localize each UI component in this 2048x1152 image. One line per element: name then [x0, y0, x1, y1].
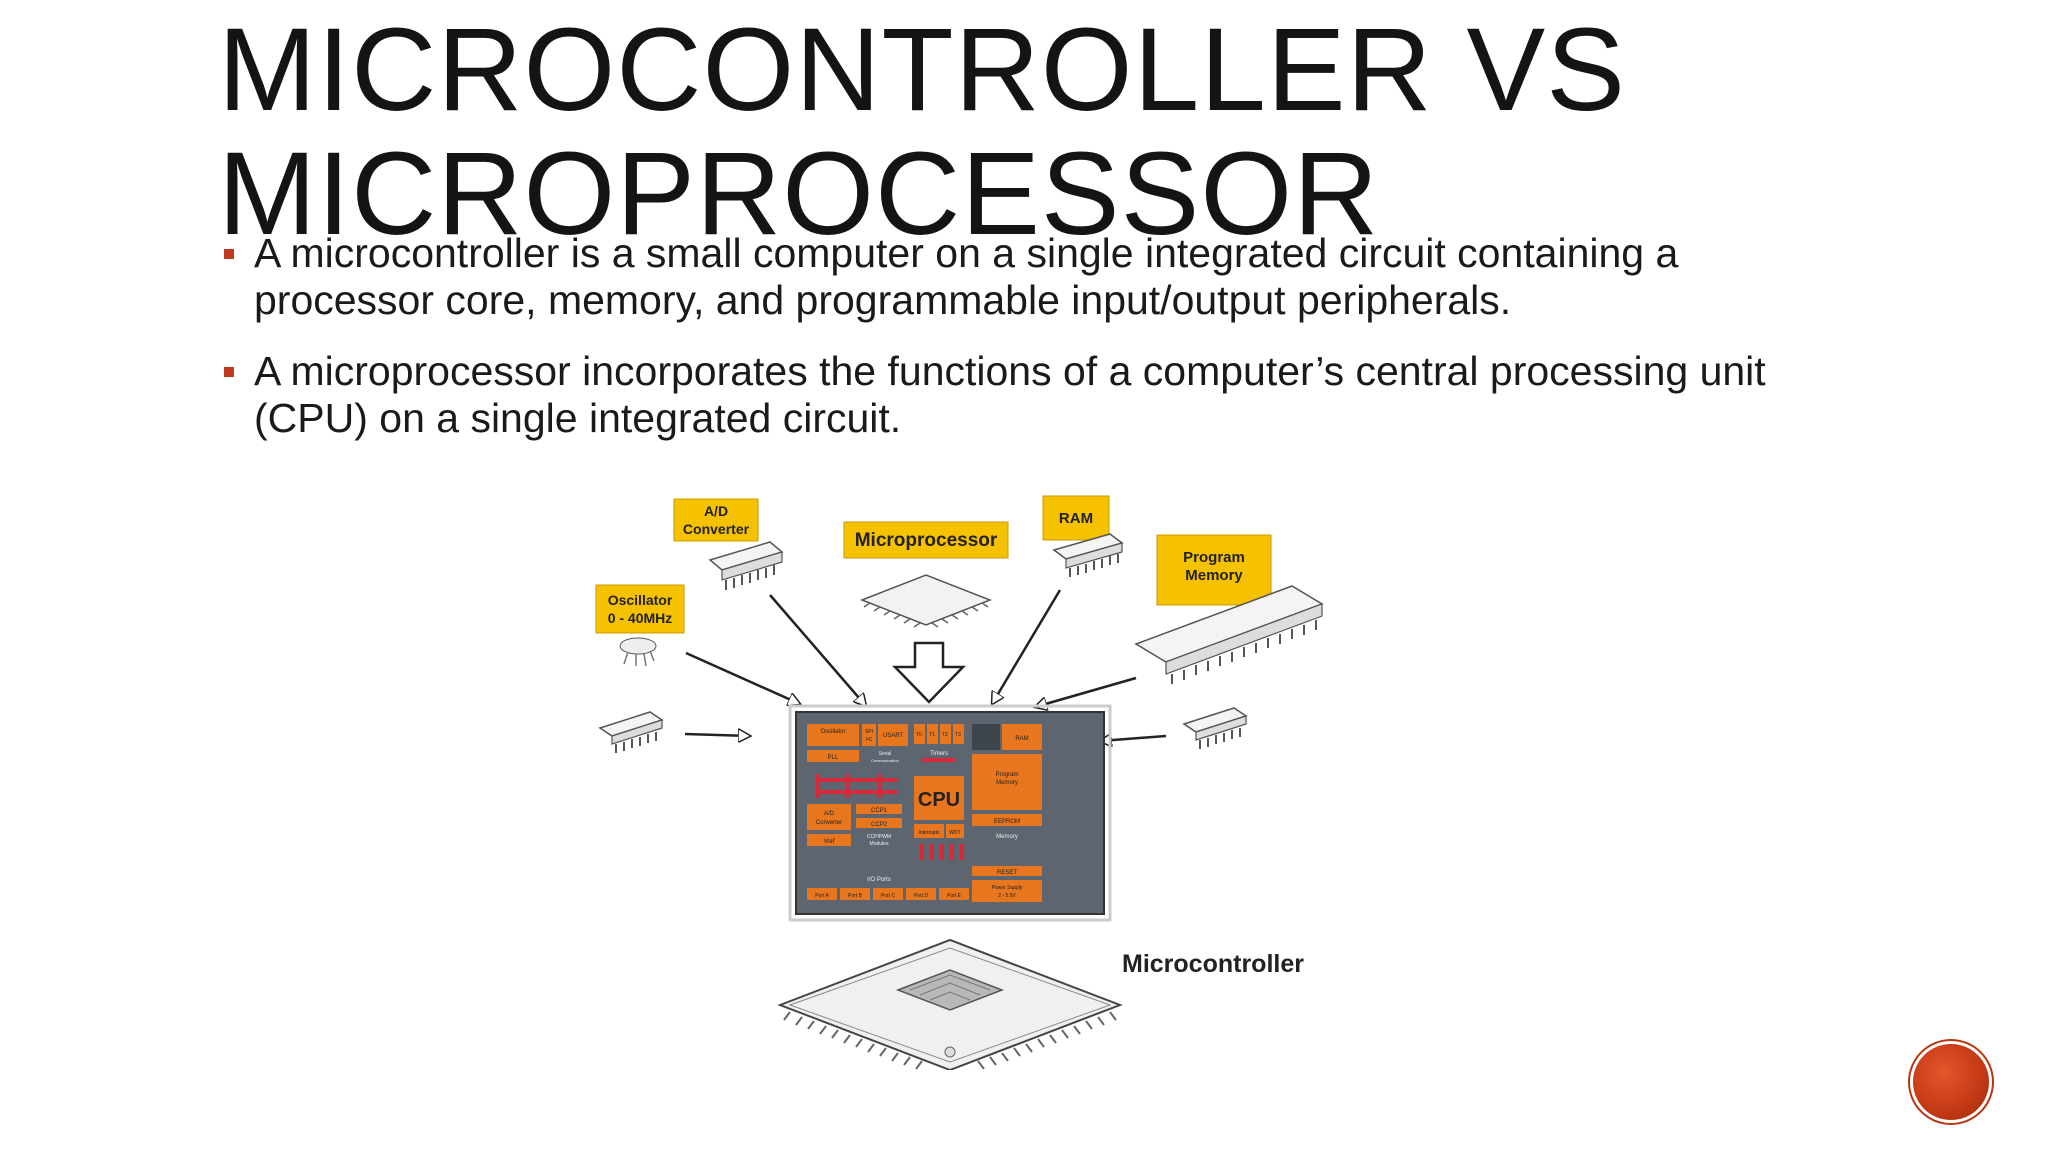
oscillator-crystal-icon	[619, 637, 657, 667]
slide-title: MICROCONTROLLER VS MICROPROCESSOR	[218, 8, 1918, 256]
svg-text:Memory: Memory	[996, 834, 1018, 840]
svg-text:Microcontroller: Microcontroller	[1122, 950, 1304, 978]
svg-text:Oscillator: Oscillator	[820, 729, 845, 735]
svg-text:Converter: Converter	[816, 820, 842, 826]
svg-text:Converter: Converter	[683, 521, 750, 537]
svg-text:EEPROM: EEPROM	[994, 819, 1020, 825]
svg-text:RAM: RAM	[1015, 736, 1028, 742]
svg-text:Communication: Communication	[871, 758, 899, 763]
svg-text:RESET: RESET	[997, 870, 1017, 876]
svg-text:CPU: CPU	[918, 789, 960, 811]
bullet-text: A microprocessor incorporates the functi…	[254, 348, 1766, 441]
svg-text:PLL: PLL	[828, 755, 839, 761]
ad-converter-chip-icon	[708, 541, 784, 590]
bullet-list: A microcontroller is a small computer on…	[222, 230, 1842, 466]
svg-text:T2: T2	[942, 732, 948, 738]
svg-text:Program: Program	[995, 772, 1018, 778]
svg-text:Modules: Modules	[870, 841, 889, 847]
svg-text:RAM: RAM	[1059, 510, 1093, 527]
svg-text:I/O Ports: I/O Ports	[867, 877, 891, 883]
svg-text:T1: T1	[929, 732, 935, 738]
program-memory-label: Program Memory	[1156, 534, 1272, 606]
svg-text:Oscillator: Oscillator	[608, 592, 673, 608]
svg-text:Port D: Port D	[914, 893, 929, 899]
svg-text:I²C: I²C	[866, 737, 873, 743]
ram-chip-icon	[1052, 533, 1124, 577]
svg-text:Vref: Vref	[824, 839, 835, 845]
svg-text:T3: T3	[955, 732, 961, 738]
bullet-square-icon	[224, 249, 234, 259]
microprocessor-label: Microprocessor	[843, 521, 1009, 559]
microcontroller-block-diagram: Oscillator PLL SPI I²C USART Serial Comm…	[788, 704, 1112, 922]
title-line-2: MICROPROCESSOR	[218, 128, 1380, 260]
ad-converter-label: A/D Converter	[673, 498, 759, 542]
ram-label: RAM	[1042, 495, 1110, 541]
left-chip-icon	[598, 711, 664, 753]
connection-arrows	[684, 589, 1167, 741]
svg-text:Microprocessor: Microprocessor	[855, 530, 998, 551]
bullet-square-icon	[224, 367, 234, 377]
next-slide-button[interactable]	[1913, 1044, 1989, 1120]
right-chip-icon	[1182, 707, 1248, 749]
svg-text:Program: Program	[1183, 549, 1245, 566]
svg-text:0 - 40MHz: 0 - 40MHz	[608, 610, 673, 626]
svg-text:A/D: A/D	[824, 811, 835, 817]
bullet-text: A microcontroller is a small computer on…	[254, 230, 1679, 323]
svg-text:CCP1: CCP1	[871, 808, 888, 814]
svg-text:Port B: Port B	[848, 893, 863, 899]
microcontroller-chip-icon: Microcontroller	[777, 938, 1304, 1070]
program-memory-chip-icon	[1134, 585, 1324, 684]
svg-text:CCP/PWM: CCP/PWM	[867, 834, 891, 840]
diagram-svg: A/D Converter Microprocessor RAM Program…	[595, 495, 1324, 1070]
microcontroller-diagram: A/D Converter Microprocessor RAM Program…	[580, 480, 1360, 1070]
svg-text:2 - 5.5V: 2 - 5.5V	[998, 893, 1016, 899]
title-line-1: MICROCONTROLLER VS	[218, 4, 1626, 136]
svg-text:Port C: Port C	[881, 893, 896, 899]
svg-text:Memory: Memory	[1185, 567, 1243, 584]
svg-text:Power Supply: Power Supply	[992, 885, 1023, 891]
svg-text:CCP2: CCP2	[871, 822, 888, 828]
svg-text:Timers: Timers	[930, 751, 948, 757]
svg-text:WDT: WDT	[949, 830, 960, 836]
svg-text:Memory: Memory	[996, 780, 1018, 786]
svg-text:Port A: Port A	[815, 893, 829, 899]
svg-text:A/D: A/D	[704, 503, 728, 519]
svg-text:Serial: Serial	[879, 751, 892, 757]
microprocessor-chip-icon	[859, 574, 993, 628]
svg-text:USART: USART	[883, 733, 904, 739]
svg-text:SPI: SPI	[865, 729, 873, 735]
svg-text:T0: T0	[916, 732, 922, 738]
oscillator-label: Oscillator 0 - 40MHz	[595, 584, 685, 634]
svg-text:Interrupts: Interrupts	[918, 830, 940, 836]
bullet-item: A microcontroller is a small computer on…	[222, 230, 1842, 324]
svg-text:Port E: Port E	[947, 893, 962, 899]
bullet-item: A microprocessor incorporates the functi…	[222, 348, 1842, 442]
